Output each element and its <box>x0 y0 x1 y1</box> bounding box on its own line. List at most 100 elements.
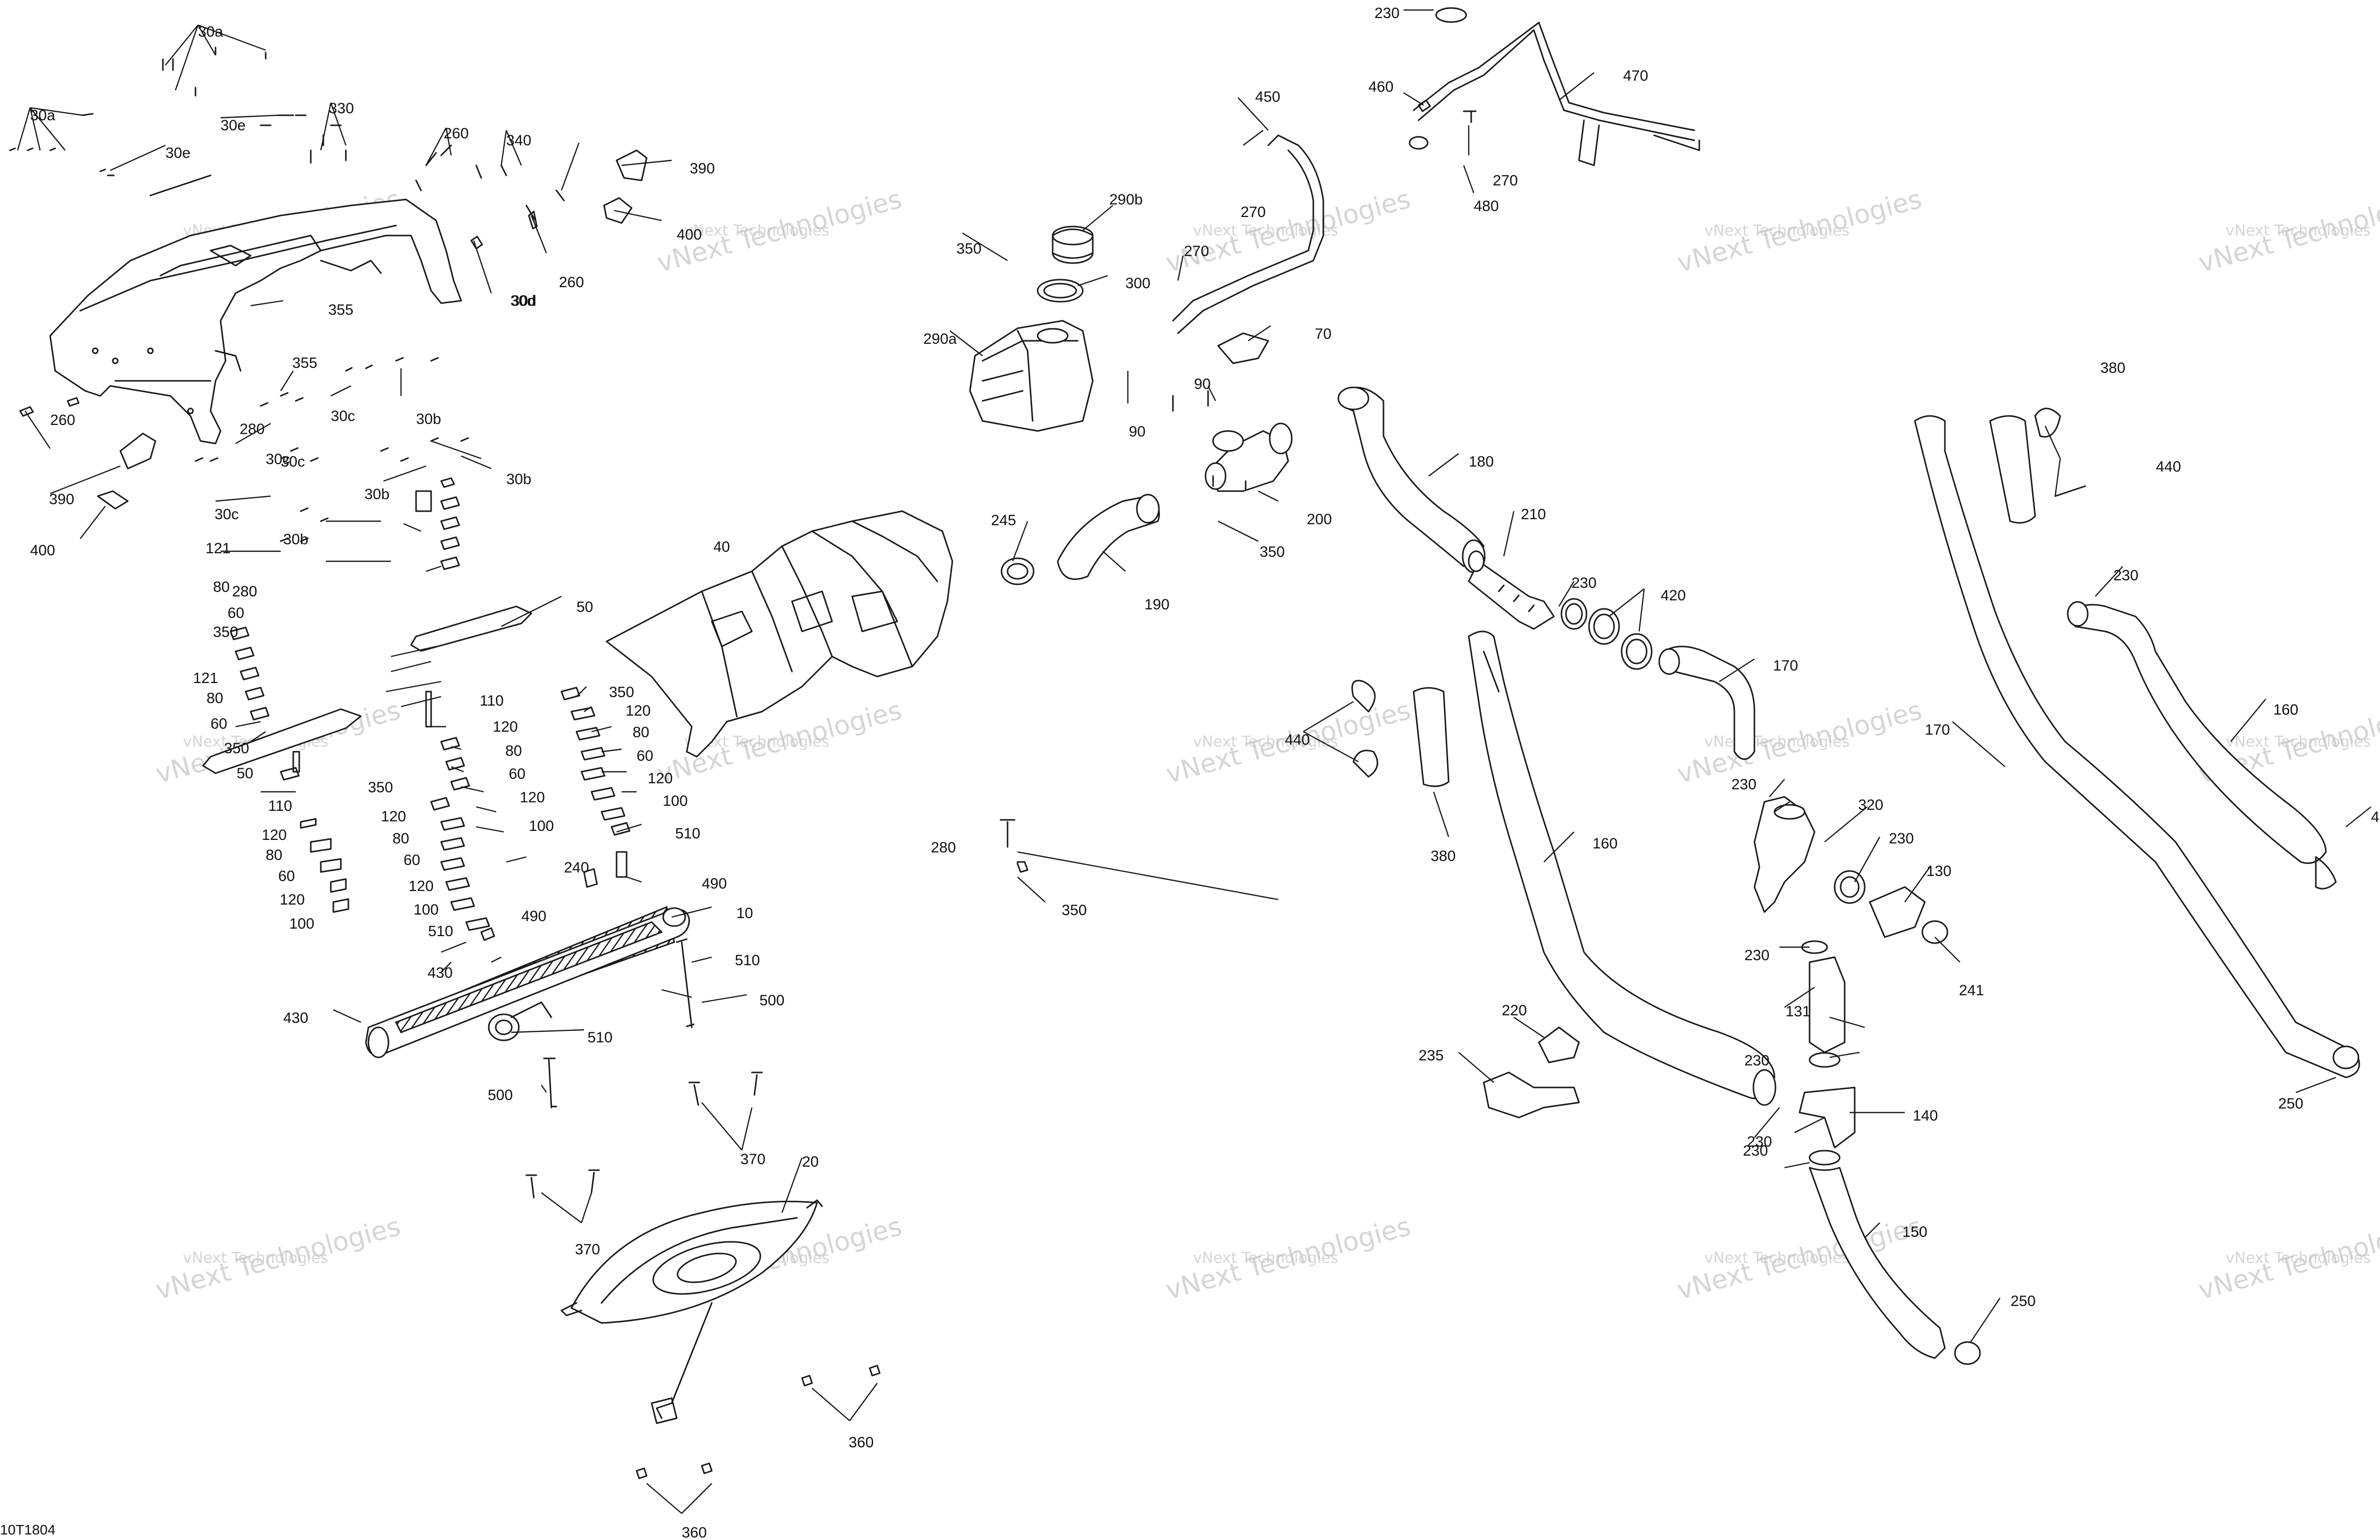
bolt-280-center <box>1000 819 1029 873</box>
leader-lines <box>17 9 2371 1514</box>
callout-60: 60 <box>228 605 244 621</box>
watermark-line1: vNext Technologies <box>2226 1249 2371 1267</box>
air-duct <box>606 510 953 758</box>
callout-40: 40 <box>713 539 730 555</box>
callout-60: 60 <box>404 852 420 868</box>
callout-60: 60 <box>278 868 295 885</box>
callout-230: 230 <box>1744 947 1769 964</box>
callout-230: 230 <box>2113 567 2138 584</box>
callout-430: 430 <box>283 1010 308 1026</box>
watermark-line1: vNext Technologies <box>1704 222 1850 240</box>
callout-120: 120 <box>409 878 434 895</box>
callout-30c: 30c <box>331 408 355 424</box>
callout-420: 420 <box>1661 587 1686 604</box>
callout-230: 230 <box>1747 1134 1772 1150</box>
callout-30c: 30c <box>215 506 239 523</box>
callout-360: 360 <box>849 1434 874 1451</box>
grommet-stack-left <box>230 477 460 913</box>
callout-360: 360 <box>682 1524 707 1540</box>
callout-270: 270 <box>1184 243 1209 260</box>
callout-80: 80 <box>505 743 522 759</box>
overflow-hose <box>1172 7 1700 334</box>
callout-245: 245 <box>991 512 1016 529</box>
callout-80: 80 <box>207 690 223 707</box>
callout-80: 80 <box>633 724 649 741</box>
callout-230: 230 <box>1744 1052 1769 1069</box>
callout-100: 100 <box>663 793 688 809</box>
callout-490: 490 <box>521 908 546 925</box>
callout-260: 260 <box>559 274 584 291</box>
callout-460: 460 <box>1368 79 1394 95</box>
watermark-line1: vNext Technologies <box>684 222 830 240</box>
callout-190: 190 <box>1144 596 1169 613</box>
callout-100: 100 <box>529 818 554 834</box>
callout-30b: 30b <box>283 531 308 548</box>
callout-290a: 290a <box>923 331 957 347</box>
callout-320: 320 <box>1858 797 1883 813</box>
callout-70: 70 <box>1315 326 1331 342</box>
callout-100: 100 <box>289 916 314 932</box>
callout-120: 120 <box>262 827 287 843</box>
hose-160-left <box>1468 630 1776 1106</box>
callout-270: 270 <box>1241 204 1266 221</box>
callout-30c: 30c <box>266 451 290 468</box>
callout-355: 355 <box>328 302 353 318</box>
callout-260: 260 <box>50 412 75 428</box>
callout-500: 500 <box>488 1087 513 1104</box>
callout-50: 50 <box>237 765 253 782</box>
callout-170: 170 <box>1925 722 1950 738</box>
thermostat-housing <box>1172 332 1293 492</box>
bracket-220-235 <box>1483 1026 1580 1119</box>
radiator-support-frame <box>49 198 462 445</box>
callout-80: 80 <box>392 830 409 847</box>
watermark-line1: vNext Technologies <box>1193 222 1338 240</box>
callout-370: 370 <box>740 1151 765 1168</box>
callout-50: 50 <box>576 599 593 615</box>
bracket-50 <box>202 605 532 774</box>
callout-160: 160 <box>2273 702 2298 718</box>
callout-120: 120 <box>381 808 406 825</box>
callout-130: 130 <box>1926 863 1951 879</box>
callout-240: 240 <box>564 859 589 876</box>
callout-30e: 30e <box>165 145 190 161</box>
coolant-reservoir <box>969 226 1094 432</box>
callout-440: 440 <box>2156 459 2181 475</box>
callout-170: 170 <box>1773 657 1798 674</box>
watermark-line1: vNext Technologies <box>1704 733 1850 751</box>
callout-235: 235 <box>1419 1047 1444 1064</box>
callout-350: 350 <box>609 684 634 701</box>
callout-241: 241 <box>1959 982 1984 999</box>
clips-360 <box>636 1365 881 1479</box>
callout-250: 250 <box>2011 1293 2036 1309</box>
callout-230: 230 <box>1571 575 1597 591</box>
callout-30b: 30b <box>416 411 441 427</box>
callout-480: 480 <box>1474 198 1499 214</box>
callout-260: 260 <box>444 125 469 142</box>
callout-440: 440 <box>1285 732 1310 748</box>
callout-220: 220 <box>1502 1002 1527 1019</box>
callout-121: 121 <box>206 540 231 557</box>
callout-490: 490 <box>702 875 727 892</box>
callout-350: 350 <box>1260 544 1285 560</box>
watermark-line1: vNext Technologies <box>1704 1249 1850 1267</box>
frame-hardware <box>19 114 648 510</box>
tee-and-hoses-right <box>1753 796 1981 1365</box>
grommet-stack-middle <box>425 687 631 941</box>
callout-120: 120 <box>493 719 518 735</box>
callout-250: 250 <box>2278 1095 2303 1112</box>
callout-350: 350 <box>224 740 249 757</box>
radiator <box>365 906 690 1058</box>
callout-20: 20 <box>802 1154 819 1170</box>
hardware-clips <box>9 47 565 542</box>
callout-30b: 30b <box>364 486 389 503</box>
callout-430: 430 <box>428 965 453 981</box>
callout-30e: 30e <box>221 117 246 134</box>
callout-120: 120 <box>520 789 545 806</box>
fan-shroud <box>560 1199 823 1424</box>
callout-300: 300 <box>1125 275 1150 292</box>
callout-80: 80 <box>213 579 230 595</box>
